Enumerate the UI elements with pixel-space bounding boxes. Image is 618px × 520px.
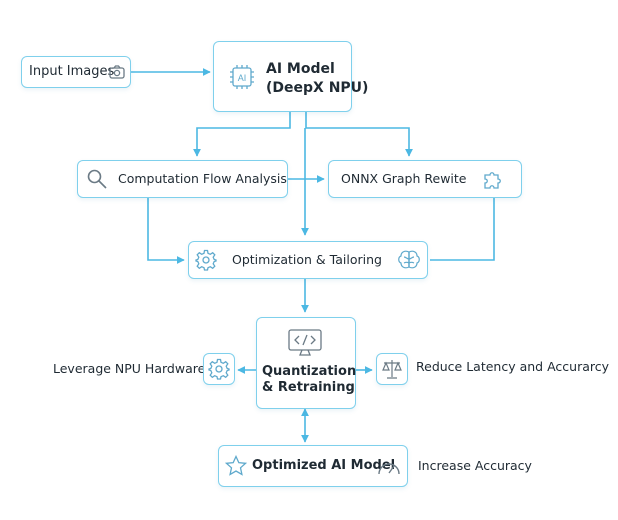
arrow-computation-to-optimization — [147, 198, 185, 264]
gear-icon — [208, 358, 230, 380]
input-images-label: Input Images — [29, 64, 115, 79]
scale-icon — [382, 360, 402, 379]
magnifier-icon — [87, 169, 107, 189]
ai-model-node — [213, 41, 352, 112]
code-monitor-icon — [288, 329, 322, 356]
leverage-npu-label: Leverage NPU Hardware — [53, 361, 206, 376]
optimization-node — [188, 241, 428, 279]
computation-flow-label: Computation Flow Analysis — [118, 171, 287, 186]
increase-accuracy-label: Increase Accuracy — [418, 458, 532, 473]
line-onnx-to-optimization — [430, 198, 495, 261]
quantization-node — [256, 317, 356, 409]
onnx-rewrite-node — [328, 160, 522, 198]
optimization-label: Optimization & Tailoring — [232, 252, 382, 267]
optimized-model-node — [218, 445, 408, 487]
brain-icon — [398, 250, 420, 269]
gear-icon — [195, 249, 217, 271]
speedometer-icon — [378, 463, 400, 475]
reduce-latency-label: Reduce Latency and Accurarcy — [416, 359, 610, 374]
quantization-subtitle: & Retraining — [262, 380, 355, 395]
optimized-model-label: Optimized AI Model — [252, 458, 396, 473]
svg-text:AI: AI — [238, 73, 247, 83]
camera-icon — [109, 65, 125, 79]
ai-model-subtitle: (DeepX NPU) — [266, 80, 369, 96]
quantization-title: Quantization — [262, 364, 357, 379]
arrow-model-to-computation — [193, 112, 291, 157]
arrow-model-to-onnx — [305, 112, 413, 157]
ai-model-title: AI Model — [266, 61, 335, 77]
puzzle-icon — [484, 172, 501, 189]
computation-flow-node — [77, 160, 288, 198]
star-icon — [225, 455, 247, 476]
onnx-rewrite-label: ONNX Graph Rewite — [341, 171, 467, 186]
ai-chip-icon: AI — [230, 65, 254, 89]
input-images-node — [21, 56, 131, 88]
leverage-npu-icon-box — [203, 353, 235, 385]
